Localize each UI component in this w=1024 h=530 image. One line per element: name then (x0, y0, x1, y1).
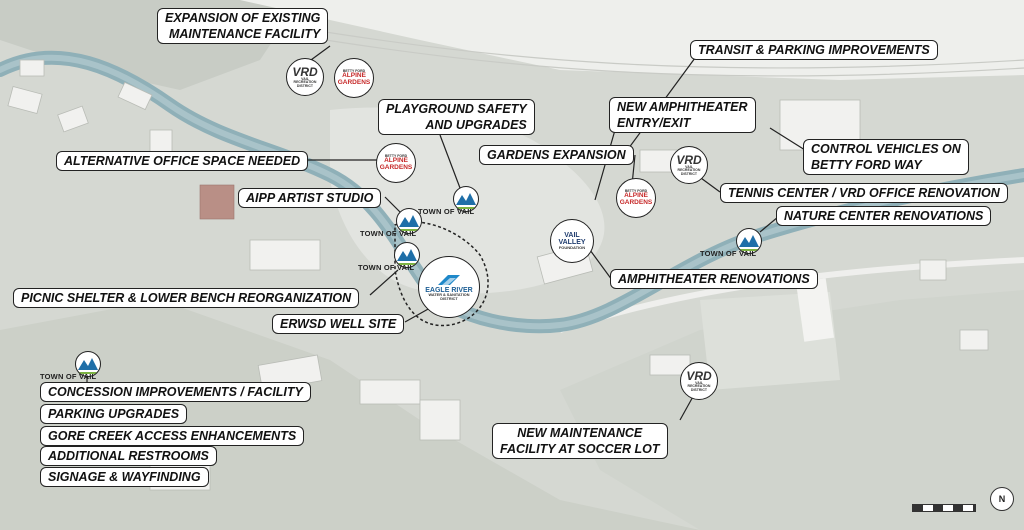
town-of-vail-icon (453, 186, 479, 212)
vrd-logo-text: VRD (686, 368, 712, 383)
tennis-center-label: TENNIS CENTER / VRD OFFICE RENOVATION (720, 183, 1008, 203)
north-arrow-icon: N (990, 487, 1014, 511)
gore-creek-label: GORE CREEK ACCESS ENHANCEMENTS (40, 426, 305, 446)
parking-upgrades-label: PARKING UPGRADES (40, 404, 188, 424)
town-of-vail-text: TOWN OF VAIL (418, 207, 475, 216)
vail-valley-foundation-logo: VAIL VALLEY FOUNDATION (550, 219, 594, 263)
vrd-logo: VRD VAIL RECREATION DISTRICT (286, 58, 324, 96)
vvf-line3: FOUNDATION (558, 245, 586, 250)
alpine-line2: ALPINE (624, 192, 648, 200)
playground-line1: PLAYGROUND SAFETY (386, 102, 527, 116)
picnic-shelter-label: PICNIC SHELTER & LOWER BENCH REORGANIZAT… (13, 288, 360, 308)
town-of-vail-text: TOWN OF VAIL (700, 249, 757, 258)
town-of-vail-text: TOWN OF VAIL (40, 372, 97, 381)
alternative-office-label: ALTERNATIVE OFFICE SPACE NEEDED (56, 151, 309, 171)
eagle-line1: EAGLE RIVER (425, 286, 473, 294)
alpine-line2: ALPINE (384, 157, 408, 165)
control-vehicles-line2: BETTY FORD WAY (811, 158, 922, 172)
new-maintenance-label: NEW MAINTENANCE FACILITY AT SOCCER LOT (492, 423, 668, 459)
alpine-line3: GARDENS (379, 163, 413, 171)
gardens-expansion-label: GARDENS EXPANSION (479, 145, 634, 165)
expansion-existing-line2: MAINTENANCE FACILITY (168, 27, 321, 41)
alpine-line1: BETTY FORD (624, 188, 648, 193)
amphitheater-renovations-label: AMPHITHEATER RENOVATIONS (610, 269, 818, 289)
vrd-logo: VRD VAIL RECREATION DISTRICT (670, 146, 708, 184)
new-amphitheater-line2: ENTRY/EXIT (617, 116, 691, 130)
vrd-logo-text: VRD (292, 64, 318, 79)
alpine-gardens-logo: BETTY FORD ALPINE GARDENS (334, 58, 374, 98)
control-vehicles-line1: CONTROL VEHICLES ON (811, 142, 961, 156)
eagle-line2: WATER & SANITATION (428, 292, 470, 297)
eagle-river-logo: EAGLE RIVER WATER & SANITATION DISTRICT (418, 256, 480, 318)
aipp-studio-label: AIPP ARTIST STUDIO (238, 188, 382, 208)
alpine-line1: BETTY FORD (342, 68, 366, 73)
playground-line2: AND UPGRADES (425, 118, 527, 132)
alpine-line1: BETTY FORD (384, 153, 408, 158)
town-of-vail-text: TOWN OF VAIL (358, 263, 415, 272)
signage-label: SIGNAGE & WAYFINDING (40, 467, 209, 487)
erwsd-well-label: ERWSD WELL SITE (272, 314, 405, 334)
vrd-logo-text: VRD (676, 152, 702, 167)
expansion-existing-maintenance-label: EXPANSION OF EXISTING MAINTENANCE FACILI… (157, 8, 329, 44)
restrooms-label: ADDITIONAL RESTROOMS (40, 446, 217, 466)
vrd-logo: VRD VAIL RECREATION DISTRICT (680, 362, 718, 400)
concession-label: CONCESSION IMPROVEMENTS / FACILITY (40, 382, 311, 402)
vvf-line2: VALLEY (558, 239, 586, 246)
new-maintenance-line2: FACILITY AT SOCCER LOT (500, 442, 660, 456)
vrd-logo-sub: VAIL RECREATION DISTRICT (687, 380, 711, 392)
alpine-line3: GARDENS (619, 198, 653, 206)
transit-parking-label: TRANSIT & PARKING IMPROVEMENTS (690, 40, 938, 60)
eagle-line3: DISTRICT (440, 296, 458, 301)
town-of-vail-text: TOWN OF VAIL (360, 229, 417, 238)
vvf-line1: VAIL (564, 232, 580, 239)
eagle-wing-icon (438, 274, 460, 285)
alpine-gardens-logo: BETTY FORD ALPINE GARDENS (376, 143, 416, 183)
town-of-vail-icon (394, 242, 420, 268)
expansion-existing-line1: EXPANSION OF EXISTING (165, 11, 321, 25)
vrd-logo-sub: VAIL RECREATION DISTRICT (677, 164, 701, 176)
new-amphitheater-line1: NEW AMPHITHEATER (617, 100, 748, 114)
vrd-logo-sub: VAIL RECREATION DISTRICT (293, 76, 317, 88)
alpine-line3: GARDENS (337, 78, 371, 86)
town-of-vail-icon (736, 228, 762, 254)
town-of-vail-icon (75, 351, 101, 377)
nature-center-label: NATURE CENTER RENOVATIONS (776, 206, 992, 226)
scale-bar (912, 504, 976, 512)
new-maintenance-line1: NEW MAINTENANCE (517, 426, 643, 440)
playground-label: PLAYGROUND SAFETY AND UPGRADES (378, 99, 535, 135)
new-amphitheater-entry-label: NEW AMPHITHEATER ENTRY/EXIT (609, 97, 756, 133)
alpine-gardens-logo: BETTY FORD ALPINE GARDENS (616, 178, 656, 218)
control-vehicles-label: CONTROL VEHICLES ON BETTY FORD WAY (803, 139, 969, 175)
town-of-vail-icon (396, 208, 422, 234)
alpine-line2: ALPINE (342, 72, 366, 80)
